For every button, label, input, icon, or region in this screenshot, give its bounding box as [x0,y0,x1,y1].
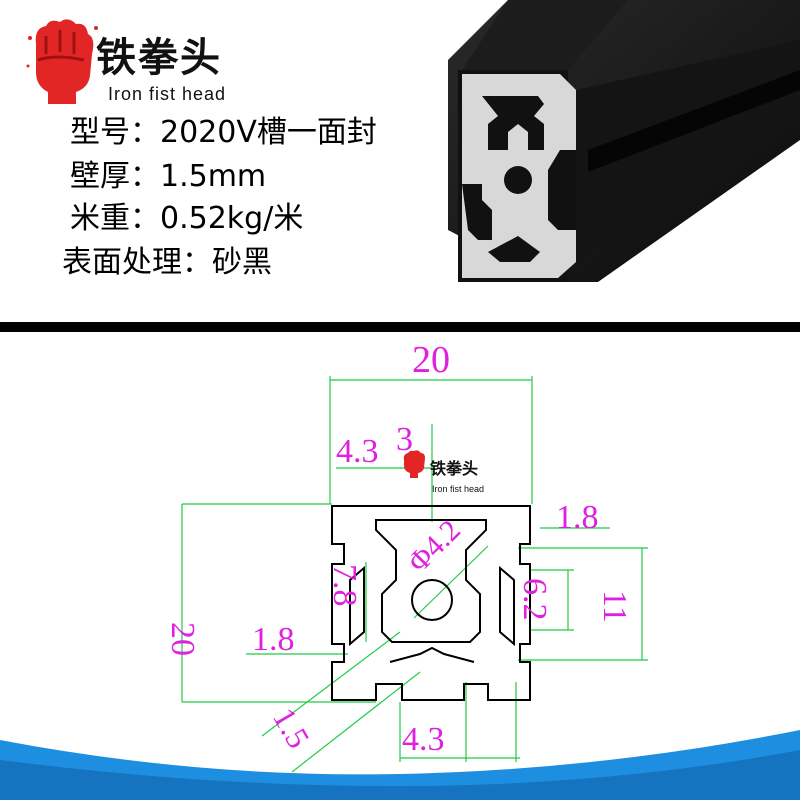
spec-value: 0.52kg/米 [160,201,304,236]
spec-wall-thickness: 壁厚：1.5mm [70,162,266,192]
spec-model: 型号：2020V槽一面封 [70,118,377,148]
spec-label: 表面处理： [62,245,212,280]
dim-slot-depth: 3 [396,421,413,458]
dim-wall-left: 1.8 [252,621,295,658]
spec-value: 砂黑 [212,245,272,280]
spec-label: 壁厚： [70,159,160,194]
profile-technical-drawing: 20 4.3 3 20 1.8 11 6.2 7.8 1.8 4.3 Φ4.2 … [164,339,648,773]
dim-bottom-slot-opening: 4.3 [402,721,445,758]
section-divider [0,322,800,332]
dim-slot-opening: 4.3 [336,433,379,470]
dim-outer-slot-width: 11 [596,590,633,623]
dim-center-hole: Φ4.2 [402,514,467,579]
spec-value: 2020V槽一面封 [160,115,377,150]
aluminum-profile-photo [448,0,800,282]
spec-label: 米重： [70,201,160,236]
fist-logo-icon [26,19,98,104]
dim-overall-height: 20 [164,622,201,656]
dim-slot-inner-width: 6.2 [516,578,553,621]
watermark-name-cn: 铁拳头 [430,459,478,478]
brand-name-en: Iron fist head [108,84,227,104]
dim-wall-right: 1.8 [556,499,599,536]
watermark-logo: 铁拳头 Iron fist head [403,450,484,494]
brand-name-cn: 铁拳头 [96,34,222,81]
decorative-wave [0,730,800,800]
profile-outline [331,505,531,701]
spec-value: 1.5mm [160,159,267,194]
spec-weight: 米重：0.52kg/米 [70,204,303,234]
dim-overall-width: 20 [412,339,450,381]
spec-label: 型号： [70,115,160,150]
dim-inner-height: 7.8 [326,564,363,607]
product-header: 铁拳头 Iron fist head 型号：2020V槽一面封 壁厚：1.5mm… [0,0,800,322]
watermark-name-en: Iron fist head [432,484,484,494]
spec-surface: 表面处理：砂黑 [62,248,272,278]
